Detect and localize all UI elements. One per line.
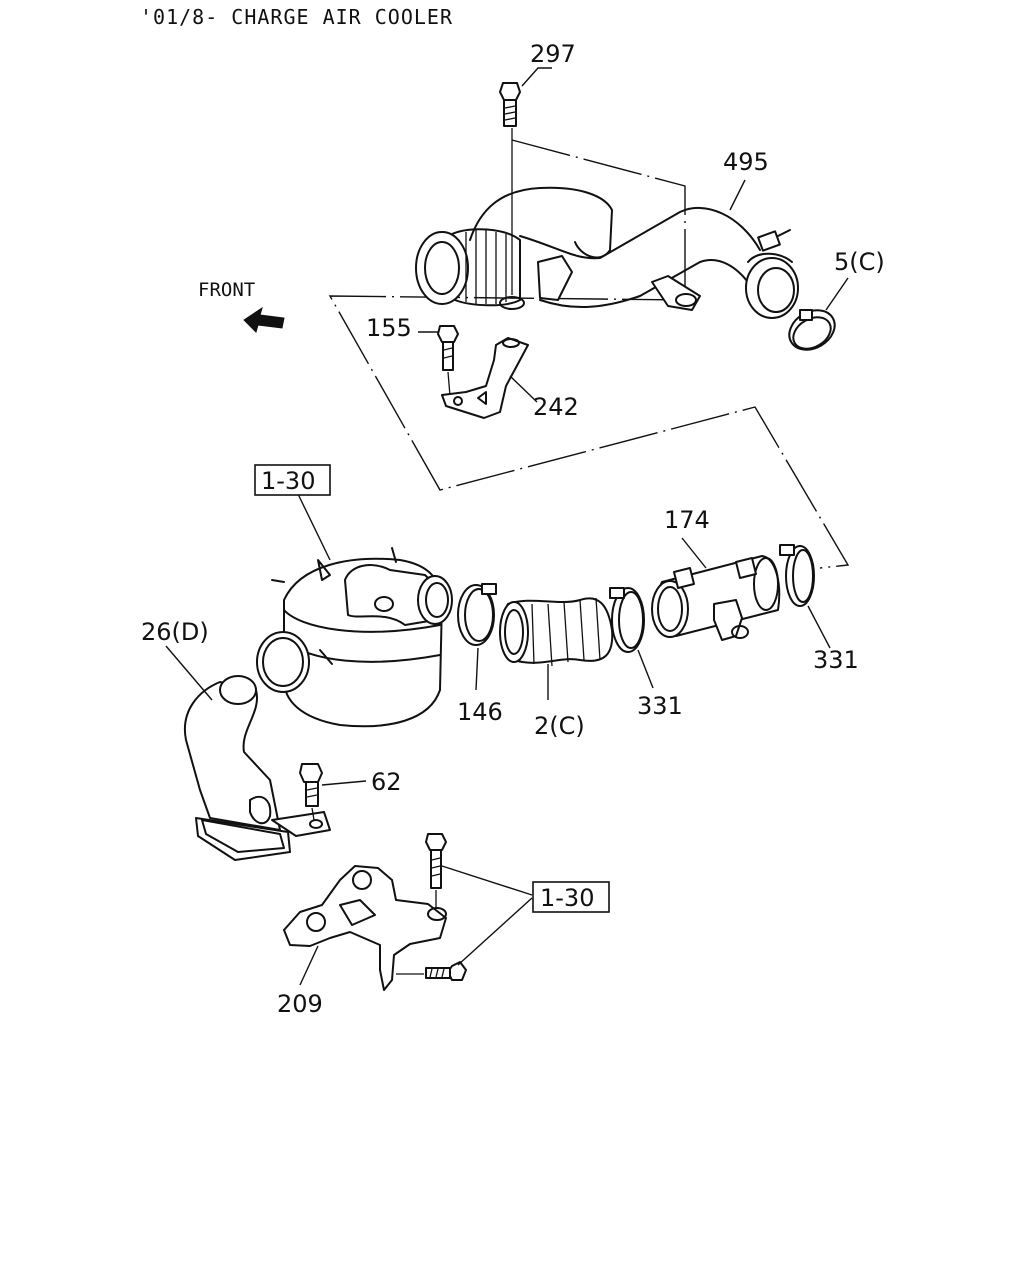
bolt-bracket-horizontal (396, 961, 467, 981)
air-duct-495 (415, 186, 799, 319)
clamp-146 (457, 583, 497, 646)
callout-2c: 2(C) (534, 712, 585, 740)
leader-lines (165, 67, 849, 986)
bolt-155 (437, 325, 459, 397)
front-label: FRONT (198, 279, 255, 301)
callout-297: 297 (530, 40, 576, 68)
callout-331-right: 331 (813, 646, 859, 674)
bolt-bracket-vertical (425, 833, 447, 908)
callout-174: 174 (664, 506, 710, 534)
bolt-62 (299, 763, 323, 821)
callout-146: 146 (457, 698, 503, 726)
callout-495: 495 (723, 148, 769, 176)
callout-155: 155 (366, 314, 412, 342)
mount-bracket-209 (283, 865, 447, 991)
callout-242: 242 (533, 393, 579, 421)
callout-5c: 5(C) (834, 248, 885, 276)
reference-label-top: 1-30 (261, 467, 315, 495)
front-arrow-icon (243, 306, 285, 333)
reference-box-top[interactable]: 1-30 (254, 464, 331, 496)
clamp-331-left (609, 587, 645, 653)
upper-assembly-outline (328, 139, 850, 569)
air-cleaner-housing (256, 547, 453, 728)
bolt-297 (499, 82, 521, 295)
callout-26d: 26(D) (141, 618, 209, 646)
flex-hose-2c (499, 597, 614, 667)
reference-box-bottom[interactable]: 1-30 (532, 881, 610, 913)
diagram-title: '01/8- CHARGE AIR COOLER (140, 5, 453, 29)
clamp-5c (788, 309, 836, 351)
callout-62: 62 (371, 768, 402, 796)
reference-label-bottom: 1-30 (540, 884, 594, 912)
callout-209: 209 (277, 990, 323, 1018)
elbow-duct-26d (183, 675, 331, 861)
clamp-331-right (779, 544, 815, 607)
bracket-242 (441, 337, 529, 419)
sensor-tube-174 (651, 555, 781, 641)
callout-331-left: 331 (637, 692, 683, 720)
